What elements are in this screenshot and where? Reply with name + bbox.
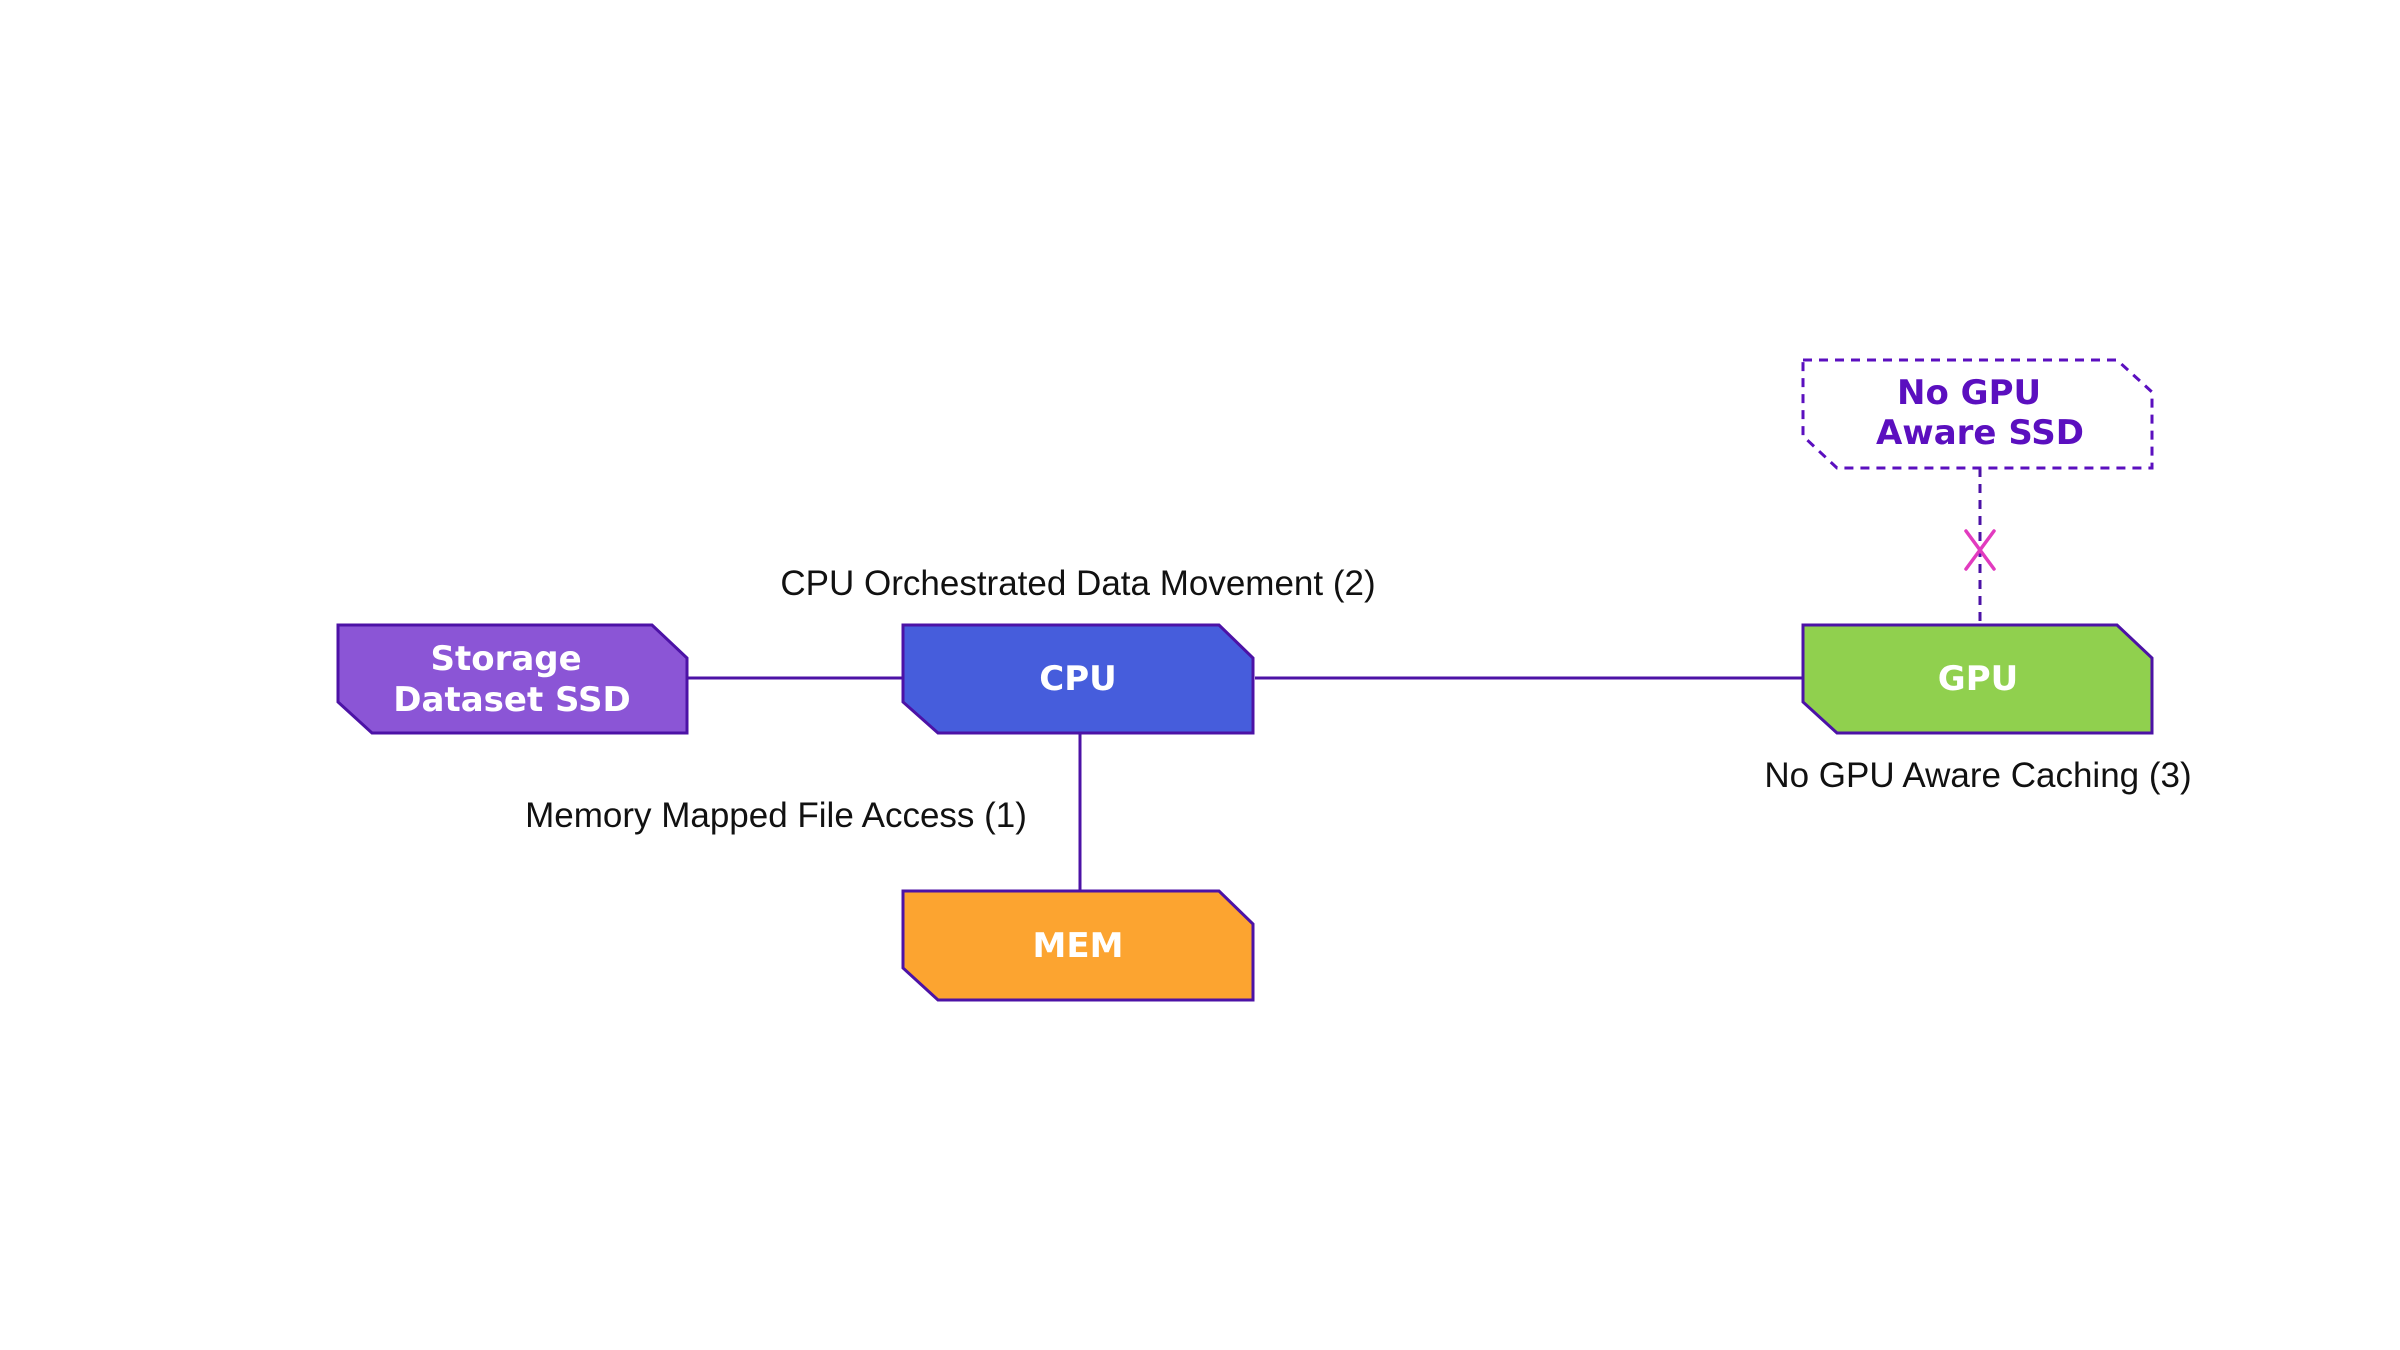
cpu-node-label: CPU xyxy=(1039,659,1116,699)
blocked-x-icon xyxy=(1964,529,1996,571)
mem-node-label: MEM xyxy=(1033,926,1124,966)
no-gpu-aware-ssd-label: No GPU Aware SSD xyxy=(1876,373,2084,453)
gpu-node-shape xyxy=(1801,623,2154,735)
no-gpu-aware-ssd-node: No GPU Aware SSD xyxy=(1801,358,2154,470)
no-gpu-caching-label: No GPU Aware Caching (3) xyxy=(1764,756,2191,795)
storage-node-label: Storage Dataset SSD xyxy=(393,639,630,720)
no-gpu-aware-ssd-shape xyxy=(1801,358,2154,470)
no-gpu-ssd-label-line2: Aware SSD xyxy=(1876,413,2084,453)
mem-node: MEM xyxy=(901,889,1255,1002)
storage-node-shape xyxy=(336,623,689,735)
no-gpu-ssd-label-line1: No GPU xyxy=(1897,373,2041,413)
cpu-node: CPU xyxy=(901,623,1255,735)
gpu-node-label: GPU xyxy=(1938,659,2018,699)
storage-label-line2: Dataset SSD xyxy=(393,680,630,720)
gpu-node: GPU xyxy=(1801,623,2154,735)
mem-node-shape xyxy=(901,889,1255,1002)
storage-label-line1: Storage xyxy=(430,639,581,679)
cpu-node-shape xyxy=(901,623,1255,735)
cpu-orchestrated-label: CPU Orchestrated Data Movement (2) xyxy=(780,564,1375,603)
storage-node: Storage Dataset SSD xyxy=(336,623,689,735)
memory-mapped-label: Memory Mapped File Access (1) xyxy=(525,796,1027,835)
